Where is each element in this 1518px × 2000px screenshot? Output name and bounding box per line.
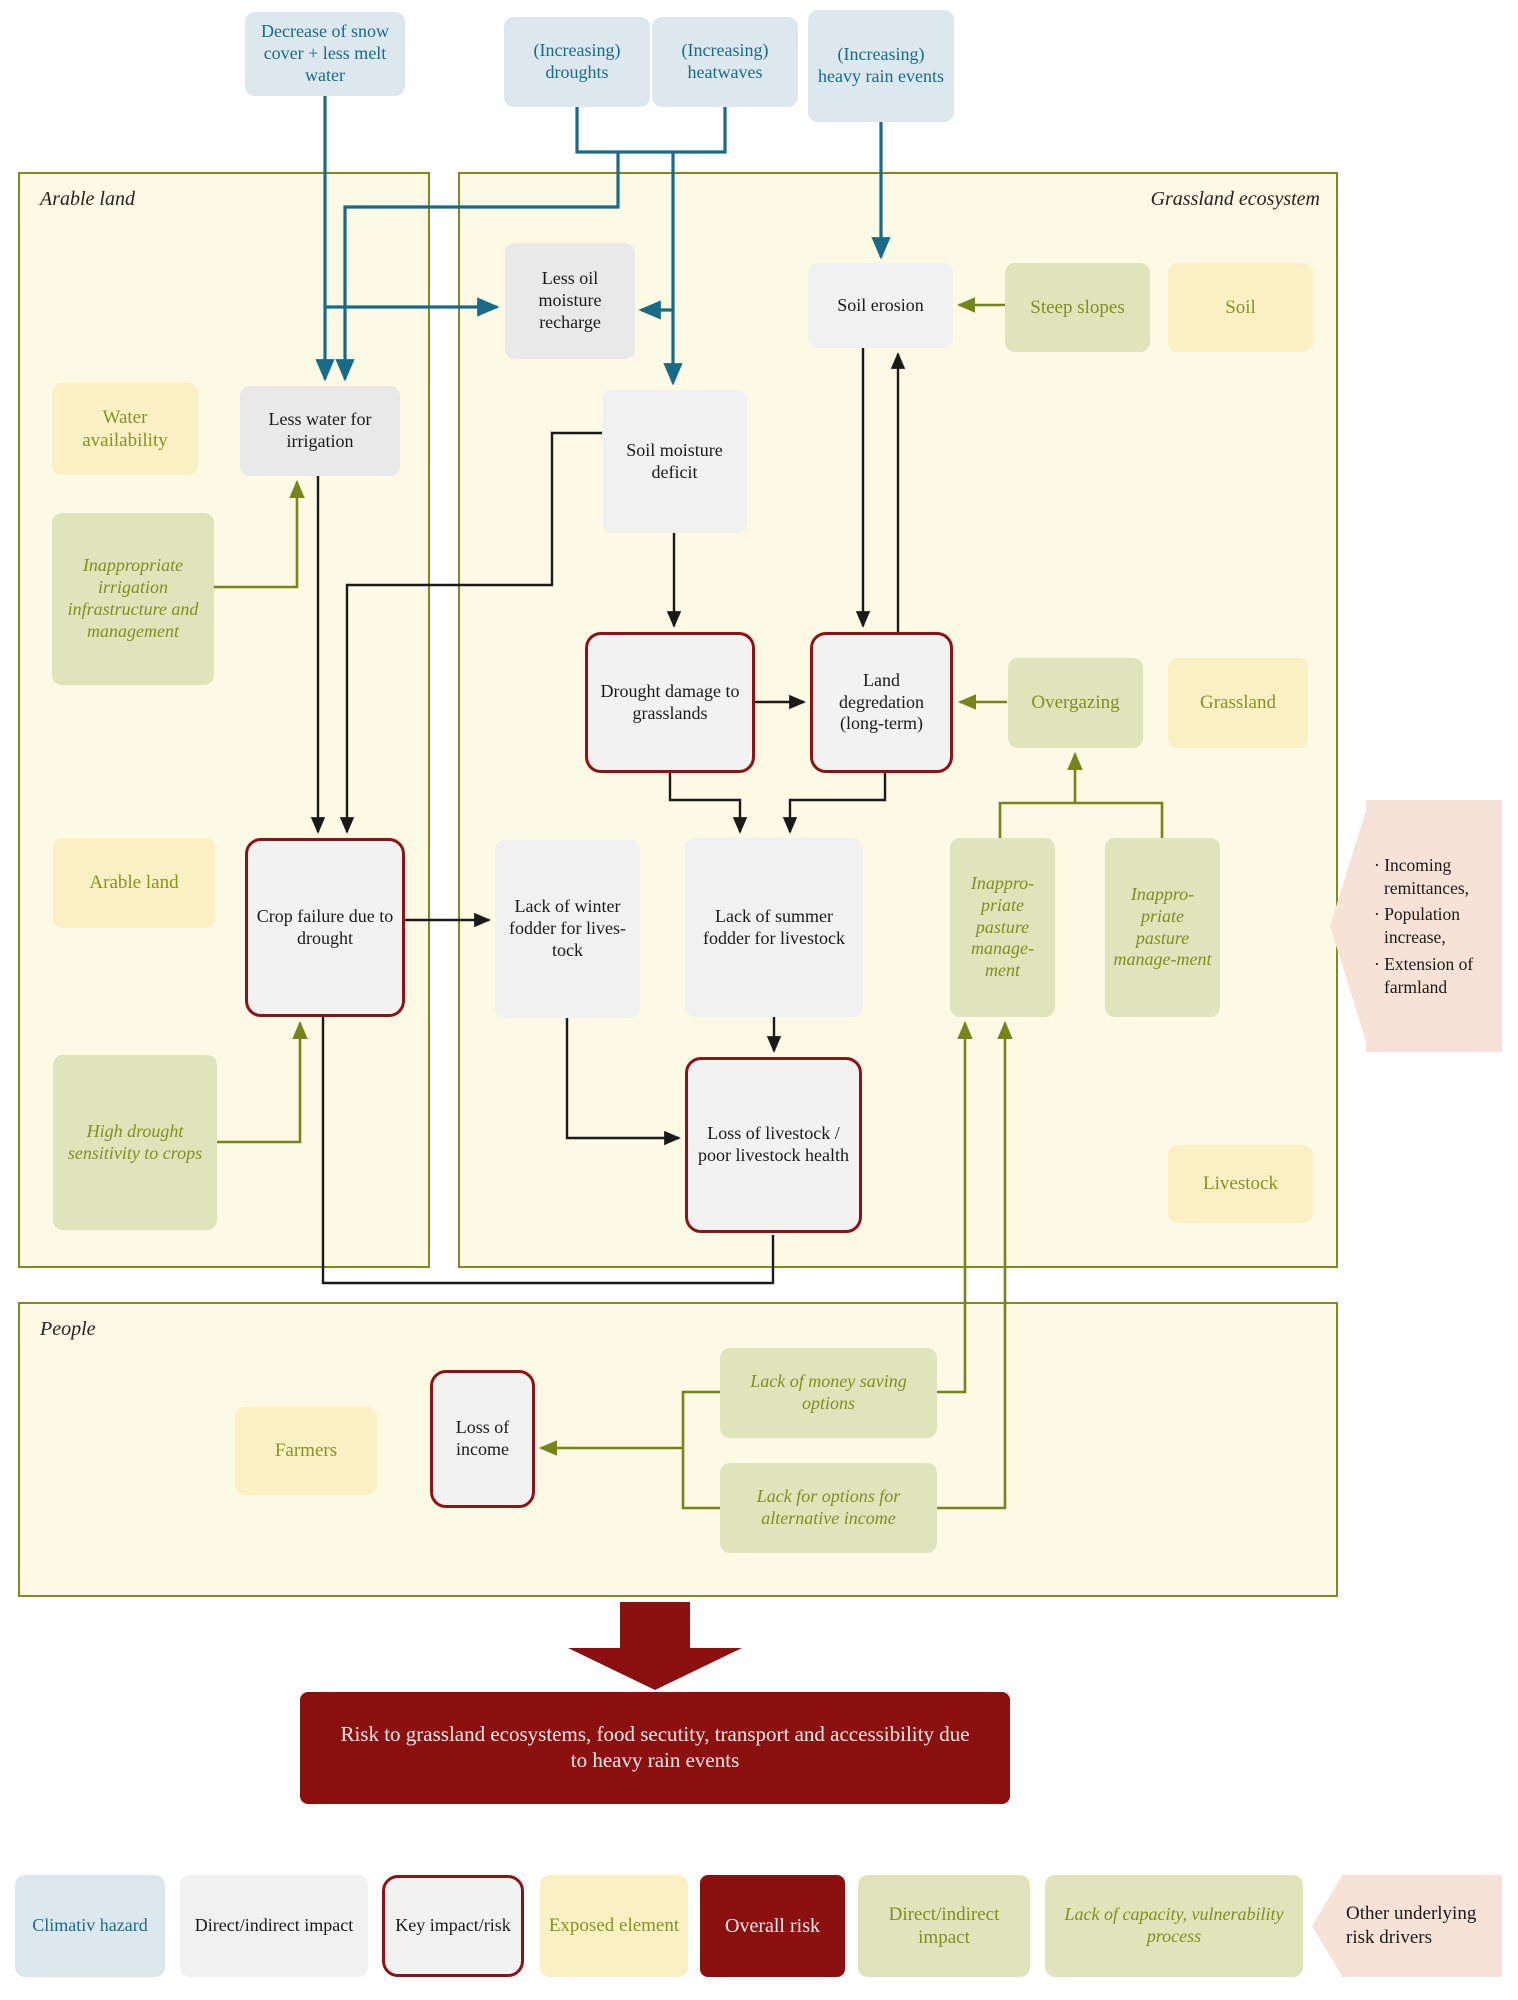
hazard-snow-cover: Decrease of snow cover + less melt water (245, 12, 405, 96)
legend-other-underlying-risk-drivers: Other underlying risk drivers (1312, 1875, 1502, 1977)
people-label: People (40, 1318, 96, 1340)
node-water-availability: Water availability (52, 383, 198, 475)
legend-lack-of-capacity: Lack of capacity, vulnerability process (1045, 1875, 1303, 1977)
node-livestock-exposed: Livestock (1168, 1145, 1313, 1223)
node-grassland-exposed: Grassland (1168, 658, 1308, 748)
node-arable-land-exposed: Arable land (53, 838, 215, 928)
arable-land-label: Arable land (40, 188, 135, 210)
node-steep-slopes: Steep slopes (1005, 263, 1150, 352)
callout-item: Incoming remittances, (1374, 854, 1494, 900)
legend-climatic-hazard: Climativ hazard (15, 1875, 165, 1977)
callout-item: Extension of farmland (1374, 953, 1494, 999)
node-lack-alternative-income: Lack for options for alternative income (720, 1463, 937, 1553)
legend-direct-indirect-impact-green: Direct/indirect impact (858, 1875, 1030, 1977)
node-summer-fodder: Lack of summer fodder for livestock (685, 838, 863, 1017)
node-drought-damage-grasslands: Drought damage to grasslands (585, 632, 755, 773)
node-overgrazing: Overgazing (1008, 658, 1143, 748)
hazard-heatwaves: (Increasing) heatwaves (652, 17, 798, 107)
people-container (18, 1302, 1338, 1597)
node-lack-money-saving: Lack of money saving options (720, 1348, 937, 1438)
overall-risk-arrow (568, 1602, 742, 1690)
node-inappropriate-irrigation: Inappropriate irrigation infrastructure … (52, 513, 214, 685)
node-loss-of-income: Loss of income (430, 1370, 535, 1508)
node-pasture-management-2: Inappro-priate pasture manage-ment (1105, 838, 1220, 1017)
node-high-drought-sensitivity: High drought sensitivity to crops (53, 1055, 217, 1230)
grassland-ecosystem-label: Grassland ecosystem (1150, 188, 1320, 210)
node-land-degradation: Land degredation (long-term) (810, 632, 953, 773)
legend-exposed-element: Exposed element (540, 1875, 688, 1977)
overall-risk-box: Risk to grassland ecosystems, food secut… (300, 1692, 1010, 1804)
node-soil-exposed: Soil (1168, 263, 1313, 352)
node-farmers-exposed: Farmers (235, 1407, 377, 1495)
legend-overall-risk: Overall risk (700, 1875, 845, 1977)
node-less-soil-moisture-recharge: Less oil moisture recharge (505, 243, 635, 359)
node-crop-failure: Crop failure due to drought (245, 838, 405, 1017)
node-less-water-irrigation: Less water for irrigation (240, 386, 400, 476)
node-pasture-management-1: Inappro-priate pasture manage-ment (950, 838, 1055, 1017)
underlying-risk-drivers-callout: Incoming remittances, Population increas… (1330, 800, 1502, 1052)
legend-key-impact-risk: Key impact/risk (382, 1875, 524, 1977)
node-soil-erosion: Soil erosion (808, 263, 953, 348)
hazard-droughts: (Increasing) droughts (504, 17, 650, 107)
node-soil-moisture-deficit: Soil moisture deficit (602, 390, 747, 533)
callout-item: Population increase, (1374, 903, 1494, 949)
node-loss-of-livestock: Loss of livestock / poor livestock healt… (685, 1057, 862, 1233)
node-winter-fodder: Lack of winter fodder for lives-tock (495, 840, 640, 1018)
legend-direct-indirect-impact: Direct/indirect impact (180, 1875, 368, 1977)
hazard-heavy-rain: (Increasing) heavy rain events (808, 10, 954, 122)
